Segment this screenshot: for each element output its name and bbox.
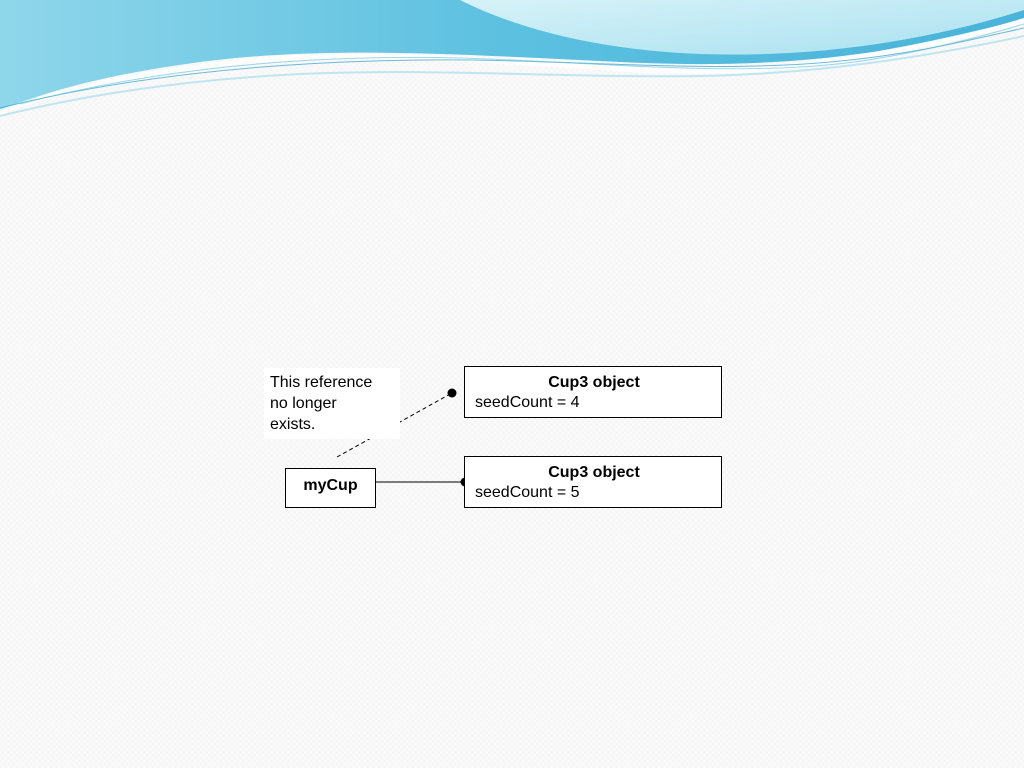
cup3-object-box-current: Cup3 object seedCount = 5 [464,456,722,508]
cup3-object-box-old: Cup3 object seedCount = 4 [464,366,722,418]
note-line: exists. [270,416,316,433]
object-title: Cup3 object [548,464,640,481]
object-field: seedCount = 4 [475,394,580,411]
reference-note: This reference no longer exists. [264,368,400,439]
wave-lower-edge [0,35,1024,117]
variable-name: myCup [303,477,358,494]
object-field: seedCount = 5 [475,484,580,501]
decorative-wave-header [0,0,1024,117]
object-title: Cup3 object [548,374,640,391]
mycup-variable-box: myCup [285,468,376,508]
removed-reference-endpoint [447,388,457,398]
note-line: no longer [270,395,337,412]
wave-band-light [460,0,1024,55]
wave-thin-line-2 [19,23,1024,105]
note-line: This reference [270,374,373,391]
